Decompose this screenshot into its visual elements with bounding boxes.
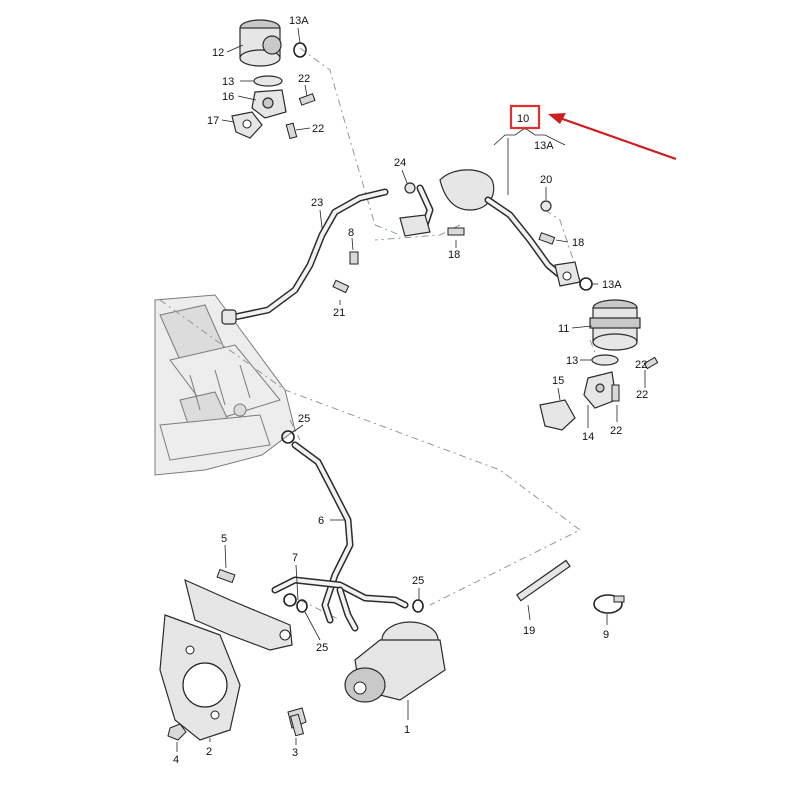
label-13a-mid: 13A <box>534 140 554 152</box>
fasteners <box>167 559 625 741</box>
label-23: 23 <box>311 197 323 209</box>
label-22-c: 22 <box>635 359 647 371</box>
label-21: 21 <box>333 307 345 319</box>
highlight-callout <box>509 104 677 161</box>
label-25-a: 25 <box>298 413 310 425</box>
label-15: 15 <box>552 375 564 387</box>
label-3: 3 <box>292 747 298 759</box>
upper-pipes <box>221 169 593 325</box>
highlight-box <box>509 104 541 130</box>
label-11: 11 <box>558 323 569 335</box>
lower-pipes <box>271 430 424 632</box>
right-valve-assembly <box>539 299 659 431</box>
label-18-a: 18 <box>448 249 460 261</box>
label-12: 12 <box>212 47 224 59</box>
label-22-b: 22 <box>312 123 324 135</box>
air-pump <box>344 621 446 703</box>
label-22-a: 22 <box>298 73 310 85</box>
label-22-d: 22 <box>636 389 648 401</box>
label-6: 6 <box>318 515 324 527</box>
label-25-c: 25 <box>316 642 328 654</box>
label-14: 14 <box>582 431 594 443</box>
label-13-right: 13 <box>566 355 578 367</box>
label-18-b: 18 <box>572 237 584 249</box>
label-16: 16 <box>222 91 234 103</box>
label-5: 5 <box>221 533 227 545</box>
label-2: 2 <box>206 746 212 758</box>
label-13-top: 13 <box>222 76 234 88</box>
engine-block <box>154 294 296 476</box>
label-10: 10 <box>517 113 529 125</box>
leader-lines <box>176 27 646 752</box>
label-13a-right: 13A <box>602 279 622 291</box>
label-25-b: 25 <box>412 575 424 587</box>
label-22-e: 22 <box>610 425 622 437</box>
label-13a-top: 13A <box>289 15 309 27</box>
highlight-arrow-shaft <box>556 115 677 161</box>
label-4: 4 <box>173 754 179 766</box>
label-1: 1 <box>404 724 410 736</box>
part-labels: 12 13A 13 22 16 17 22 10 13A 24 20 23 8 … <box>173 15 648 766</box>
mounting-bracket <box>159 578 293 741</box>
label-8: 8 <box>348 227 354 239</box>
label-20: 20 <box>540 174 552 186</box>
label-24: 24 <box>394 157 406 169</box>
label-19: 19 <box>523 625 535 637</box>
label-7: 7 <box>292 552 298 564</box>
top-valve-assembly <box>231 19 316 140</box>
label-17: 17 <box>207 115 219 127</box>
highlight-arrow-head <box>548 113 566 124</box>
label-9: 9 <box>603 629 609 641</box>
